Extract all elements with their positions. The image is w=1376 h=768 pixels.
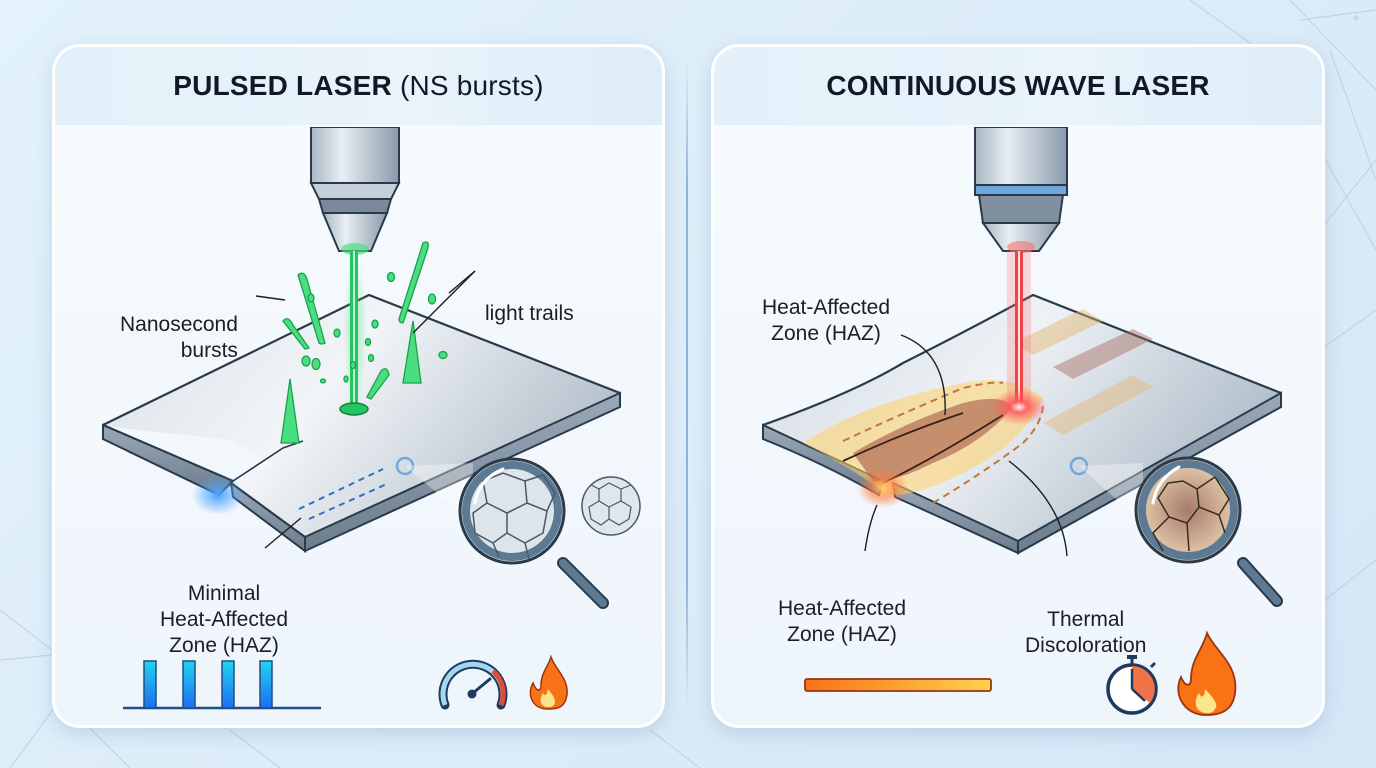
- continuous-wave-illustration: [762, 126, 1283, 716]
- continuous-bar-icon: [804, 678, 992, 692]
- label-line: Discoloration: [1025, 634, 1147, 657]
- pulsed-laser-scene: Nanosecond bursts light trails Minimal H…: [55, 126, 662, 725]
- label-line: Thermal: [1047, 608, 1125, 631]
- label-line: Heat-Affected: [160, 608, 289, 631]
- heat-affected-zone: [803, 380, 1044, 504]
- title-bold: PULSED LASER: [173, 70, 392, 101]
- label-minimal-haz: Minimal Heat-Affected Zone (HAZ): [160, 581, 288, 659]
- label-thermal-discoloration: Thermal Discoloration: [1025, 607, 1146, 659]
- inspection-point: [395, 456, 415, 476]
- label-line: Heat-Affected: [778, 597, 907, 620]
- grain-sphere-icon: [581, 476, 641, 536]
- haz-dashed-lines: [298, 468, 390, 520]
- pulsed-laser-panel: PULSED LASER (NS bursts): [52, 44, 665, 728]
- label-line: bursts: [180, 339, 238, 362]
- leader-lines: [255, 270, 476, 549]
- inspection-point: [1069, 456, 1089, 476]
- title-light: (NS bursts): [399, 70, 544, 101]
- label-line: Minimal: [187, 582, 261, 605]
- flame-large-icon: [1177, 630, 1237, 716]
- title-bold: CONTINUOUS WAVE LASER: [826, 70, 1210, 101]
- laser-nozzle-icon: [309, 126, 401, 255]
- panel-divider: [686, 60, 688, 710]
- label-line: Zone (HAZ): [771, 322, 881, 345]
- red-laser-beam: [991, 251, 1047, 425]
- flame-small-icon: [529, 654, 568, 710]
- stopwatch-icon: [1106, 655, 1158, 715]
- metal-plate: [102, 293, 621, 553]
- thermal-discoloration-bands: [1013, 309, 1153, 435]
- pulsed-laser-title: PULSED LASER (NS bursts): [55, 47, 662, 127]
- magnifier-fine-grain-icon: [458, 457, 609, 609]
- magnifier-coarse-grain-icon: [1134, 456, 1283, 607]
- continuous-wave-scene: Heat-Affected Zone (HAZ) Heat-Affected Z…: [714, 126, 1322, 725]
- label-line: Zone (HAZ): [169, 634, 279, 657]
- label-line: Heat-Affected: [762, 296, 891, 319]
- leader-lines: [864, 334, 1068, 557]
- label-haz-bottom: Heat-Affected Zone (HAZ): [778, 596, 906, 648]
- label-haz-top: Heat-Affected Zone (HAZ): [762, 295, 890, 347]
- continuous-wave-panel: CONTINUOUS WAVE LASER: [711, 44, 1325, 728]
- label-line: Nanosecond: [120, 313, 238, 336]
- continuous-wave-title: CONTINUOUS WAVE LASER: [714, 47, 1322, 127]
- label-line: Zone (HAZ): [787, 623, 897, 646]
- cut-glow: [192, 475, 244, 515]
- laser-nozzle-icon: [974, 126, 1068, 253]
- green-laser-beam: [339, 251, 369, 416]
- pulse-train-icon: [123, 660, 321, 710]
- nanosecond-burst-particles: [280, 241, 448, 444]
- edge-heat-glow: [857, 468, 909, 508]
- speedometer-icon: [438, 659, 508, 710]
- label-nanosecond-bursts: Nanosecond bursts: [120, 312, 238, 364]
- pulsed-laser-illustration: [102, 126, 641, 710]
- label-light-trails: light trails: [485, 302, 574, 325]
